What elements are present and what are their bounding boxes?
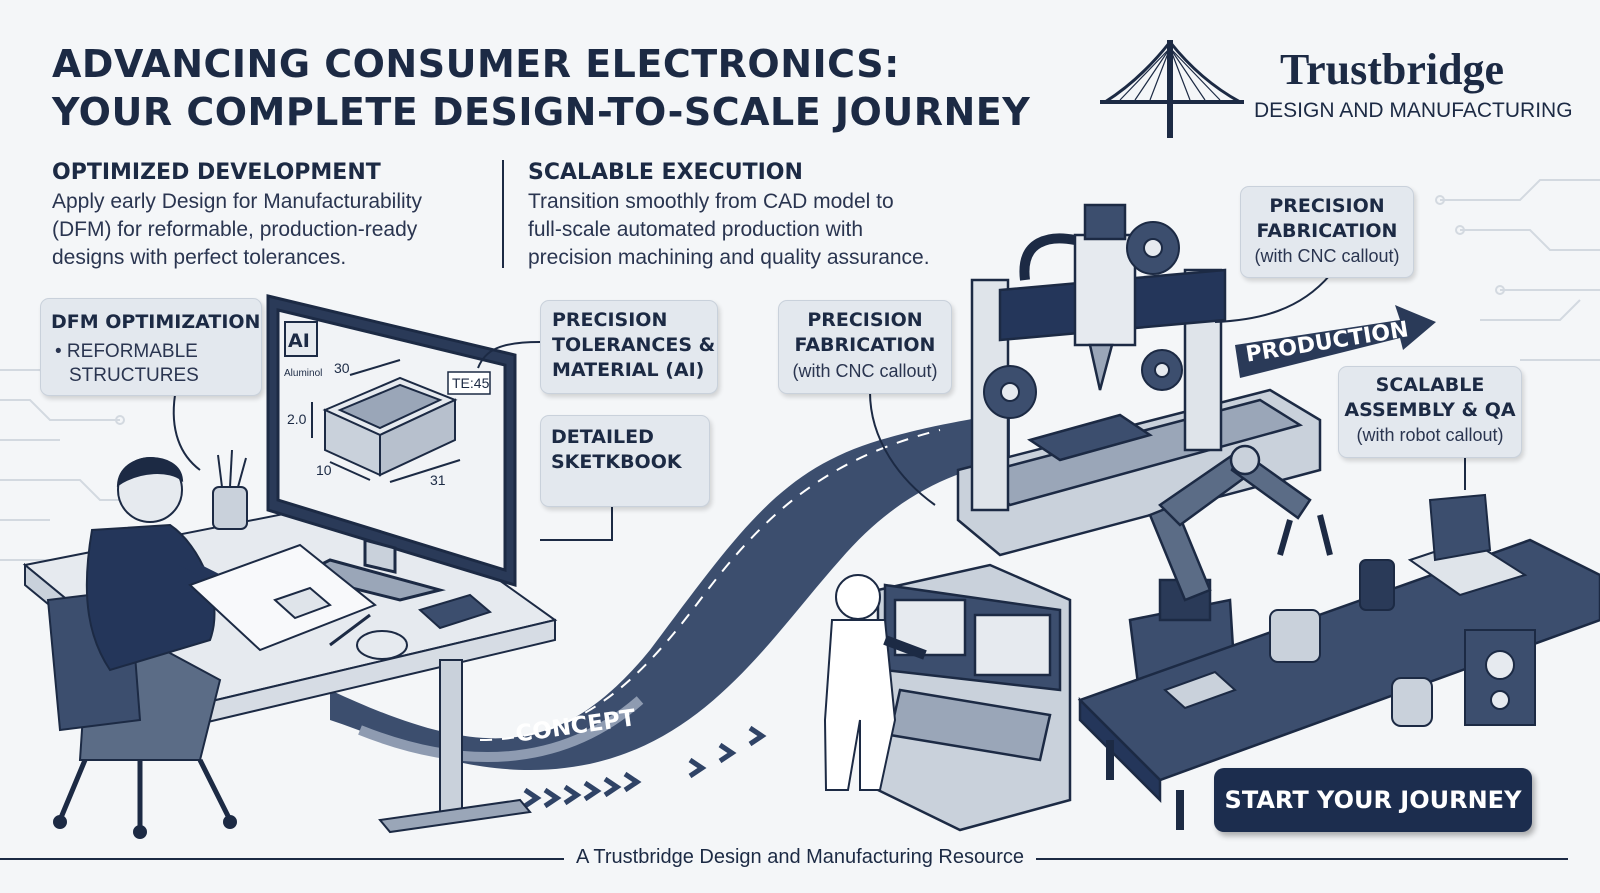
- dimension-label: 2.0: [287, 411, 307, 427]
- development-line: (DFM) for reformable, production-ready: [52, 218, 418, 241]
- page-title-line1: ADVANCING CONSUMER ELECTRONICS:: [52, 42, 900, 86]
- designer-figure: [46, 457, 268, 839]
- callout-leaders: [172, 274, 1466, 541]
- circuit-traces-right: [1435, 179, 1600, 361]
- page-title-line2: YOUR COMPLETE DESIGN-TO-SCALE JOURNEY: [52, 90, 1031, 134]
- execution-line: full-scale automated production with: [528, 218, 864, 241]
- tolerances-callout-line: MATERIAL (AI): [552, 359, 705, 381]
- brand-tagline: DESIGN AND MANUFACTURING: [1254, 99, 1573, 122]
- gear-icon: [983, 221, 1183, 419]
- dimension-label: 31: [430, 472, 446, 488]
- footer-text: A Trustbridge Design and Manufacturing R…: [563, 846, 1037, 868]
- execution-line: precision machining and quality assuranc…: [528, 246, 930, 269]
- dfm-callout: DFM OPTIMIZATION • REFORMABLE STRUCTURES: [40, 298, 262, 396]
- fabrication-callout-line: PRECISION: [807, 309, 923, 331]
- tolerances-callout-line: TOLERANCES &: [552, 334, 716, 356]
- fabrication-callout-line: FABRICATION: [1256, 220, 1398, 242]
- production-arrow: [1235, 305, 1436, 378]
- dfm-callout-item: STRUCTURES: [69, 365, 199, 386]
- assembly-callout-line: SCALABLE: [1375, 374, 1485, 396]
- execution-title: SCALABLE EXECUTION: [528, 160, 803, 185]
- fabrication-callout-line: FABRICATION: [794, 334, 936, 356]
- brand-name: Trustbridge: [1280, 45, 1505, 94]
- fabrication-callout-top: PRECISION FABRICATION (with CNC callout): [1240, 186, 1414, 278]
- control-panel: [876, 563, 1072, 832]
- fabrication-callout-line: PRECISION: [1269, 195, 1385, 217]
- journey-ribbon: [330, 410, 1010, 770]
- fabrication-callout-sub: (with CNC callout): [1254, 246, 1400, 266]
- dimension-label: 30: [334, 360, 350, 376]
- fabrication-callout-sub: (with CNC callout): [792, 361, 938, 381]
- assembly-callout: SCALABLE ASSEMBLY & QA (with robot callo…: [1338, 366, 1522, 458]
- products: [1163, 493, 1536, 727]
- cnc-machine: [956, 203, 1322, 557]
- sketchbook-callout-line: DETAILED: [551, 426, 654, 448]
- dfm-callout-title: DFM OPTIMIZATION: [51, 311, 261, 333]
- assembly-callout-sub: (with robot callout): [1356, 425, 1504, 445]
- dimension-label: 10: [316, 462, 332, 478]
- sketchbook-callout: DETAILED SKETKBOOK: [540, 415, 710, 507]
- chevron-arrows-icon: [523, 725, 767, 809]
- development-title: OPTIMIZED DEVELOPMENT: [52, 160, 381, 185]
- start-journey-button[interactable]: START YOUR JOURNEY: [1214, 768, 1532, 832]
- fabrication-callout-mid: PRECISION FABRICATION (with CNC callout): [778, 300, 952, 394]
- tolerances-callout: PRECISION TOLERANCES & MATERIAL (AI): [540, 300, 718, 394]
- footer: A Trustbridge Design and Manufacturing R…: [0, 846, 1600, 869]
- robot-arm: [1128, 444, 1333, 702]
- sketchbook-callout-line: SKETKBOOK: [551, 451, 682, 473]
- cad-enclosure-drawing: [284, 321, 491, 483]
- tolerance-tag: TE:45: [452, 375, 490, 391]
- operator-figure: [823, 574, 927, 791]
- ai-badge: AI: [288, 330, 310, 352]
- assembly-callout-line: ASSEMBLY & QA: [1344, 399, 1516, 421]
- desk-items: [188, 449, 493, 660]
- development-line: Apply early Design for Manufacturability: [52, 190, 423, 213]
- dfm-callout-item: • REFORMABLE: [55, 341, 198, 362]
- execution-line: Transition smoothly from CAD model to: [528, 190, 894, 213]
- material-label: Aluminol: [284, 368, 323, 379]
- bridge-logo-icon: [1100, 40, 1244, 138]
- development-line: designs with perfect tolerances.: [52, 246, 347, 269]
- tolerances-callout-line: PRECISION: [552, 309, 668, 331]
